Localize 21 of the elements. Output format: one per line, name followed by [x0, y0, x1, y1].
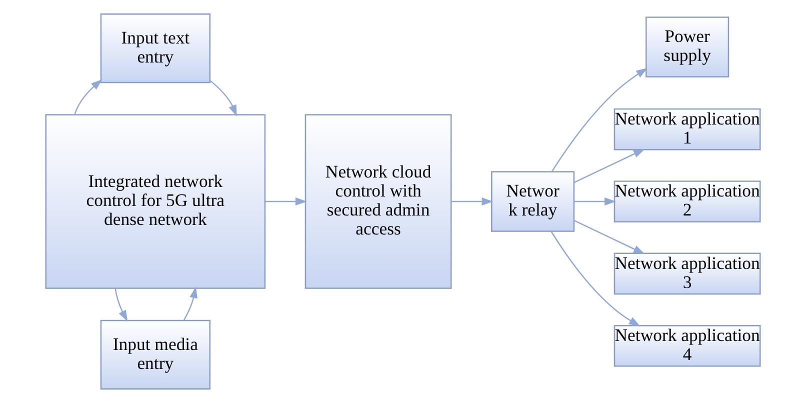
node-box: Networ k relay — [491, 170, 575, 232]
node-box: Network application 1 — [614, 108, 761, 150]
node-box: Power supply — [646, 16, 730, 77]
node-box: Network application 4 — [614, 324, 761, 366]
node-box: Integrated network control for 5G ultra dense network — [45, 114, 266, 288]
arrow — [550, 230, 640, 326]
arrow — [574, 148, 645, 183]
node-box: Network application 2 — [614, 180, 761, 222]
arrow — [452, 197, 494, 205]
node-box: Network application 3 — [614, 252, 761, 294]
arrow — [114, 288, 128, 322]
arrow — [551, 67, 648, 172]
arrow — [574, 197, 616, 205]
arrow — [574, 219, 645, 254]
arrow — [74, 78, 102, 114]
node-box: Input media entry — [100, 319, 210, 390]
node-box: Network cloud control with secured admin access — [304, 114, 452, 288]
arrow — [265, 197, 307, 205]
node-box: Input text entry — [100, 12, 210, 83]
arrow — [183, 286, 198, 320]
arrow — [210, 79, 237, 116]
